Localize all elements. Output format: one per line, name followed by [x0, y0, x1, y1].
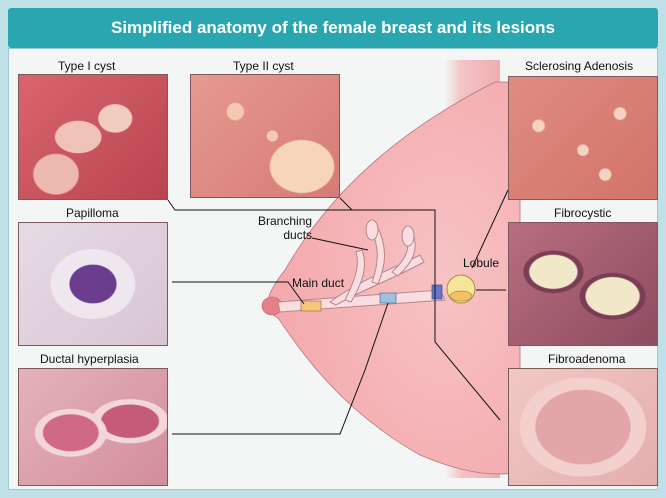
- label-sclerosing-adenosis: Sclerosing Adenosis: [525, 59, 633, 73]
- label-papilloma: Papilloma: [66, 206, 119, 220]
- duct-lesion-hyperplasia: [380, 293, 396, 303]
- label-main-duct: Main duct: [292, 276, 344, 290]
- papilloma-image: [18, 222, 168, 346]
- label-type-ii-cyst: Type II cyst: [233, 59, 294, 73]
- lobule: [447, 275, 475, 303]
- label-lobule: Lobule: [463, 256, 499, 270]
- label-fibrocystic: Fibrocystic: [554, 206, 611, 220]
- label-fibroadenoma: Fibroadenoma: [548, 352, 625, 366]
- fibrocystic-image: [508, 222, 658, 346]
- ductal-hyperplasia-image: [18, 368, 168, 486]
- fibroadenoma-image: [508, 368, 658, 486]
- label-branching-ducts: Branching ducts: [258, 214, 312, 242]
- label-type-i-cyst: Type I cyst: [58, 59, 115, 73]
- sclerosing-adenosis-image: [508, 76, 658, 200]
- label-ductal-hyperplasia: Ductal hyperplasia: [40, 352, 139, 366]
- type-i-cyst-image: [18, 74, 168, 200]
- duct-lesion-main: [301, 301, 321, 311]
- type-ii-cyst-image: [190, 74, 340, 198]
- duct-lesion-terminal: [432, 285, 442, 299]
